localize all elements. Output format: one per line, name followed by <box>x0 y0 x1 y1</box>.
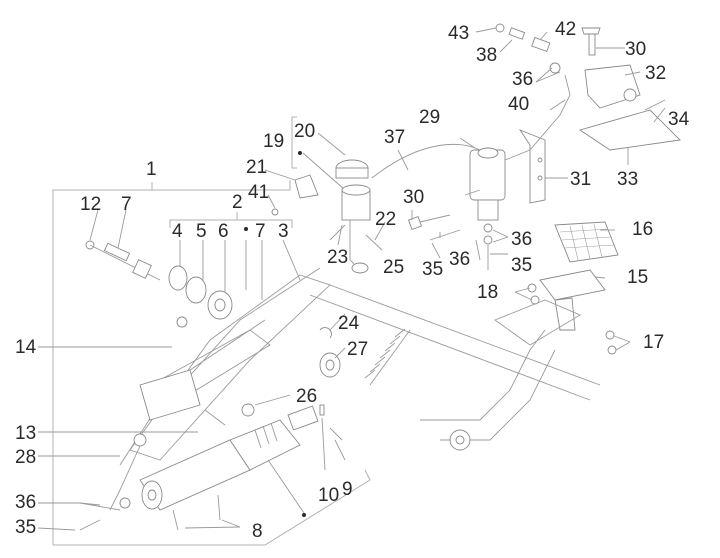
part-27-clip <box>319 327 332 339</box>
label-part-16: 16 <box>632 219 654 240</box>
part-41 <box>271 208 279 216</box>
leader-lines <box>37 27 666 531</box>
label-part-37: 37 <box>384 127 406 148</box>
label-part-10: 10 <box>318 485 340 506</box>
label-part-7: 7 <box>121 194 132 215</box>
part-22 <box>365 234 383 251</box>
part-5 <box>185 276 207 304</box>
part-35b <box>429 229 461 241</box>
part-18 <box>527 283 537 293</box>
label-part-27: 27 <box>347 339 369 360</box>
label-part-4: 4 <box>172 221 183 242</box>
label-part-32: 32 <box>645 63 667 84</box>
part-15 <box>539 269 606 301</box>
part-16 <box>554 221 619 263</box>
part-31 <box>518 129 546 204</box>
part-4 <box>168 265 188 291</box>
part-42 <box>531 36 551 53</box>
part-28 <box>133 433 147 447</box>
assembly-19-bracket <box>291 116 346 191</box>
label-part-36-mid: 36 <box>449 249 471 270</box>
pedal-pad-grid <box>559 223 615 261</box>
assembly-2-bracket <box>169 212 301 300</box>
label-part-33: 33 <box>617 169 639 190</box>
label-part-1: 1 <box>146 159 157 180</box>
part-7 <box>103 242 131 262</box>
part-30b <box>408 216 422 230</box>
label-part-25: 25 <box>383 257 405 278</box>
label-part-13: 13 <box>15 423 37 444</box>
part-9 <box>329 427 343 441</box>
label-part-30-top: 30 <box>625 39 647 60</box>
label-part-8: 8 <box>252 521 263 542</box>
label-part-22: 22 <box>375 209 397 230</box>
label-part-23: 23 <box>327 247 349 268</box>
label-part-36-top: 36 <box>512 69 534 90</box>
part-8 <box>172 509 179 531</box>
pedal-frame <box>119 267 601 466</box>
label-part-14: 14 <box>15 337 37 358</box>
label-part-2: 2 <box>232 192 243 213</box>
label-part-38: 38 <box>476 45 498 66</box>
part-35 <box>79 519 101 531</box>
part-24 <box>369 329 411 386</box>
part-10 <box>319 404 325 416</box>
part-25 <box>351 262 369 274</box>
part-36 <box>119 497 131 509</box>
part-40 <box>504 74 571 161</box>
label-part-41: 41 <box>248 182 270 203</box>
label-part-35-right: 35 <box>511 255 533 276</box>
label-part-35-mid: 35 <box>422 259 444 280</box>
part-36a <box>549 62 561 74</box>
label-part-26: 26 <box>296 386 318 407</box>
label-part-18: 18 <box>477 282 499 303</box>
part-33 <box>578 109 681 151</box>
part-13 <box>204 409 226 426</box>
label-part-19: 19 <box>263 131 285 152</box>
part-34 <box>644 99 666 111</box>
label-part-36-lower: 36 <box>15 492 37 513</box>
label-part-5: 5 <box>196 221 207 242</box>
part-26 <box>241 403 255 417</box>
label-part-6: 6 <box>218 221 229 242</box>
part-17 <box>605 330 615 340</box>
label-part-30-mid: 30 <box>403 187 425 208</box>
part-43 <box>495 23 505 33</box>
label-part-7-sub: 7 <box>255 221 266 242</box>
label-part-34: 34 <box>668 109 690 130</box>
label-part-29: 29 <box>419 107 441 128</box>
label-part-24: 24 <box>338 313 360 334</box>
spring-washer <box>319 327 411 386</box>
master-cylinder <box>79 403 343 531</box>
label-part-28: 28 <box>15 447 37 468</box>
brake-valve <box>408 74 571 270</box>
label-part-35-lower: 35 <box>15 517 37 538</box>
label-part-40: 40 <box>508 94 530 115</box>
label-part-20: 20 <box>294 121 316 142</box>
label-part-43: 43 <box>448 23 470 44</box>
part-14 <box>176 316 188 328</box>
label-part-15: 15 <box>627 267 649 288</box>
part-38 <box>508 27 526 40</box>
label-part-36-right: 36 <box>511 229 533 250</box>
label-part-3: 3 <box>278 221 289 242</box>
label-part-9: 9 <box>342 479 353 500</box>
label-part-21: 21 <box>246 157 268 178</box>
part-21 <box>294 174 319 199</box>
label-part-12: 12 <box>80 194 102 215</box>
label-part-42: 42 <box>555 19 577 40</box>
label-part-17: 17 <box>643 332 665 353</box>
label-part-31: 31 <box>570 169 592 190</box>
reservoir <box>271 143 481 274</box>
brake-pedal <box>494 221 619 355</box>
pushrod-parts <box>85 240 233 328</box>
part-32 <box>584 64 641 109</box>
assembly-1-bracket <box>52 180 371 546</box>
